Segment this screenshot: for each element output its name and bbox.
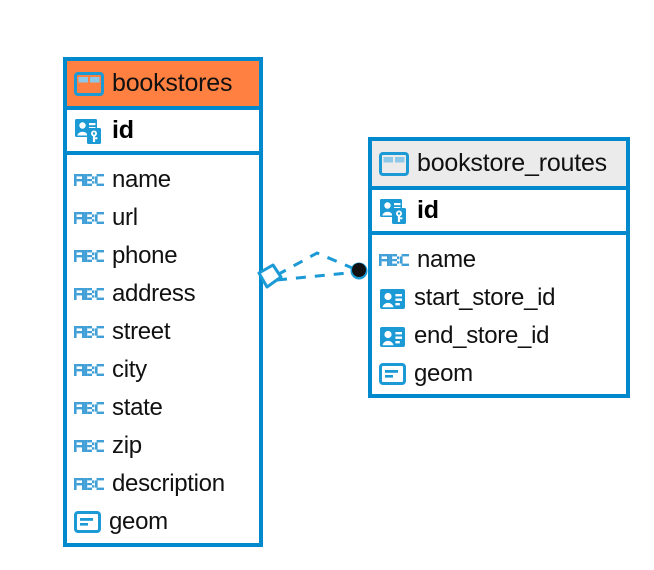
field-label: start_store_id <box>414 284 556 311</box>
foreign-key-icon <box>380 326 405 347</box>
field-label: end_store_id <box>414 322 550 349</box>
entity-bookstores[interactable]: bookstores id <box>63 57 263 547</box>
field-row[interactable]: url <box>74 199 253 237</box>
text-abc-icon <box>74 250 104 262</box>
entity-bookstores-fields: name <box>67 155 259 547</box>
filled-circle-marker-ring <box>350 262 368 280</box>
field-row[interactable]: geom <box>379 355 620 393</box>
entity-bookstore-routes-header[interactable]: bookstore_routes <box>372 141 626 190</box>
field-label: state <box>112 394 163 421</box>
relationship-connector[interactable] <box>255 240 385 320</box>
text-abc-icon <box>379 254 409 266</box>
field-row[interactable]: street <box>74 313 253 351</box>
field-row[interactable]: state <box>74 389 253 427</box>
field-row[interactable]: start_store_id <box>379 279 620 317</box>
entity-bookstores-title: bookstores <box>112 69 233 97</box>
entity-bookstore-routes-primary-key-row[interactable]: id <box>372 190 626 235</box>
table-icon <box>379 151 409 176</box>
text-abc-icon <box>74 212 104 224</box>
field-row[interactable]: address <box>74 275 253 313</box>
field-label: url <box>112 204 138 231</box>
entity-bookstore-routes-fields: name start_store_id <box>372 235 626 399</box>
text-abc-icon <box>74 326 104 338</box>
entity-bookstores-header[interactable]: bookstores <box>67 61 259 110</box>
field-label: address <box>112 280 196 307</box>
field-label: street <box>112 318 171 345</box>
field-row[interactable]: description <box>74 465 253 503</box>
text-abc-icon <box>74 402 104 414</box>
entity-bookstores-primary-key-label: id <box>112 116 134 144</box>
relationship-line-upper <box>276 251 358 277</box>
foreign-key-icon <box>380 288 405 309</box>
field-row[interactable]: zip <box>74 427 253 465</box>
field-label: phone <box>112 242 178 269</box>
field-row[interactable]: geom <box>74 503 253 541</box>
filled-circle-marker <box>352 263 366 277</box>
text-abc-icon <box>74 174 104 186</box>
geometry-icon <box>74 511 101 533</box>
text-abc-icon <box>74 364 104 376</box>
relationship-line-lower <box>276 270 358 282</box>
field-label: name <box>112 166 171 193</box>
field-label: zip <box>112 432 142 459</box>
field-label: name <box>417 246 476 273</box>
entity-bookstore-routes[interactable]: bookstore_routes id <box>368 137 630 398</box>
field-label: description <box>112 470 225 497</box>
field-label: city <box>112 356 147 383</box>
primary-key-icon <box>75 118 101 144</box>
primary-key-icon <box>380 198 406 224</box>
field-row[interactable]: phone <box>74 237 253 275</box>
field-row[interactable]: end_store_id <box>379 317 620 355</box>
table-icon <box>74 71 104 96</box>
entity-bookstore-routes-title: bookstore_routes <box>417 149 607 177</box>
field-label: geom <box>414 360 473 387</box>
field-label: geom <box>109 508 168 535</box>
entity-bookstore-routes-primary-key-label: id <box>417 196 439 224</box>
text-abc-icon <box>74 288 104 300</box>
entity-bookstores-primary-key-row[interactable]: id <box>67 110 259 155</box>
field-row[interactable]: name <box>74 161 253 199</box>
field-row[interactable]: name <box>379 241 620 279</box>
text-abc-icon <box>74 478 104 490</box>
text-abc-icon <box>74 440 104 452</box>
geometry-icon <box>379 363 406 385</box>
field-row[interactable]: city <box>74 351 253 389</box>
